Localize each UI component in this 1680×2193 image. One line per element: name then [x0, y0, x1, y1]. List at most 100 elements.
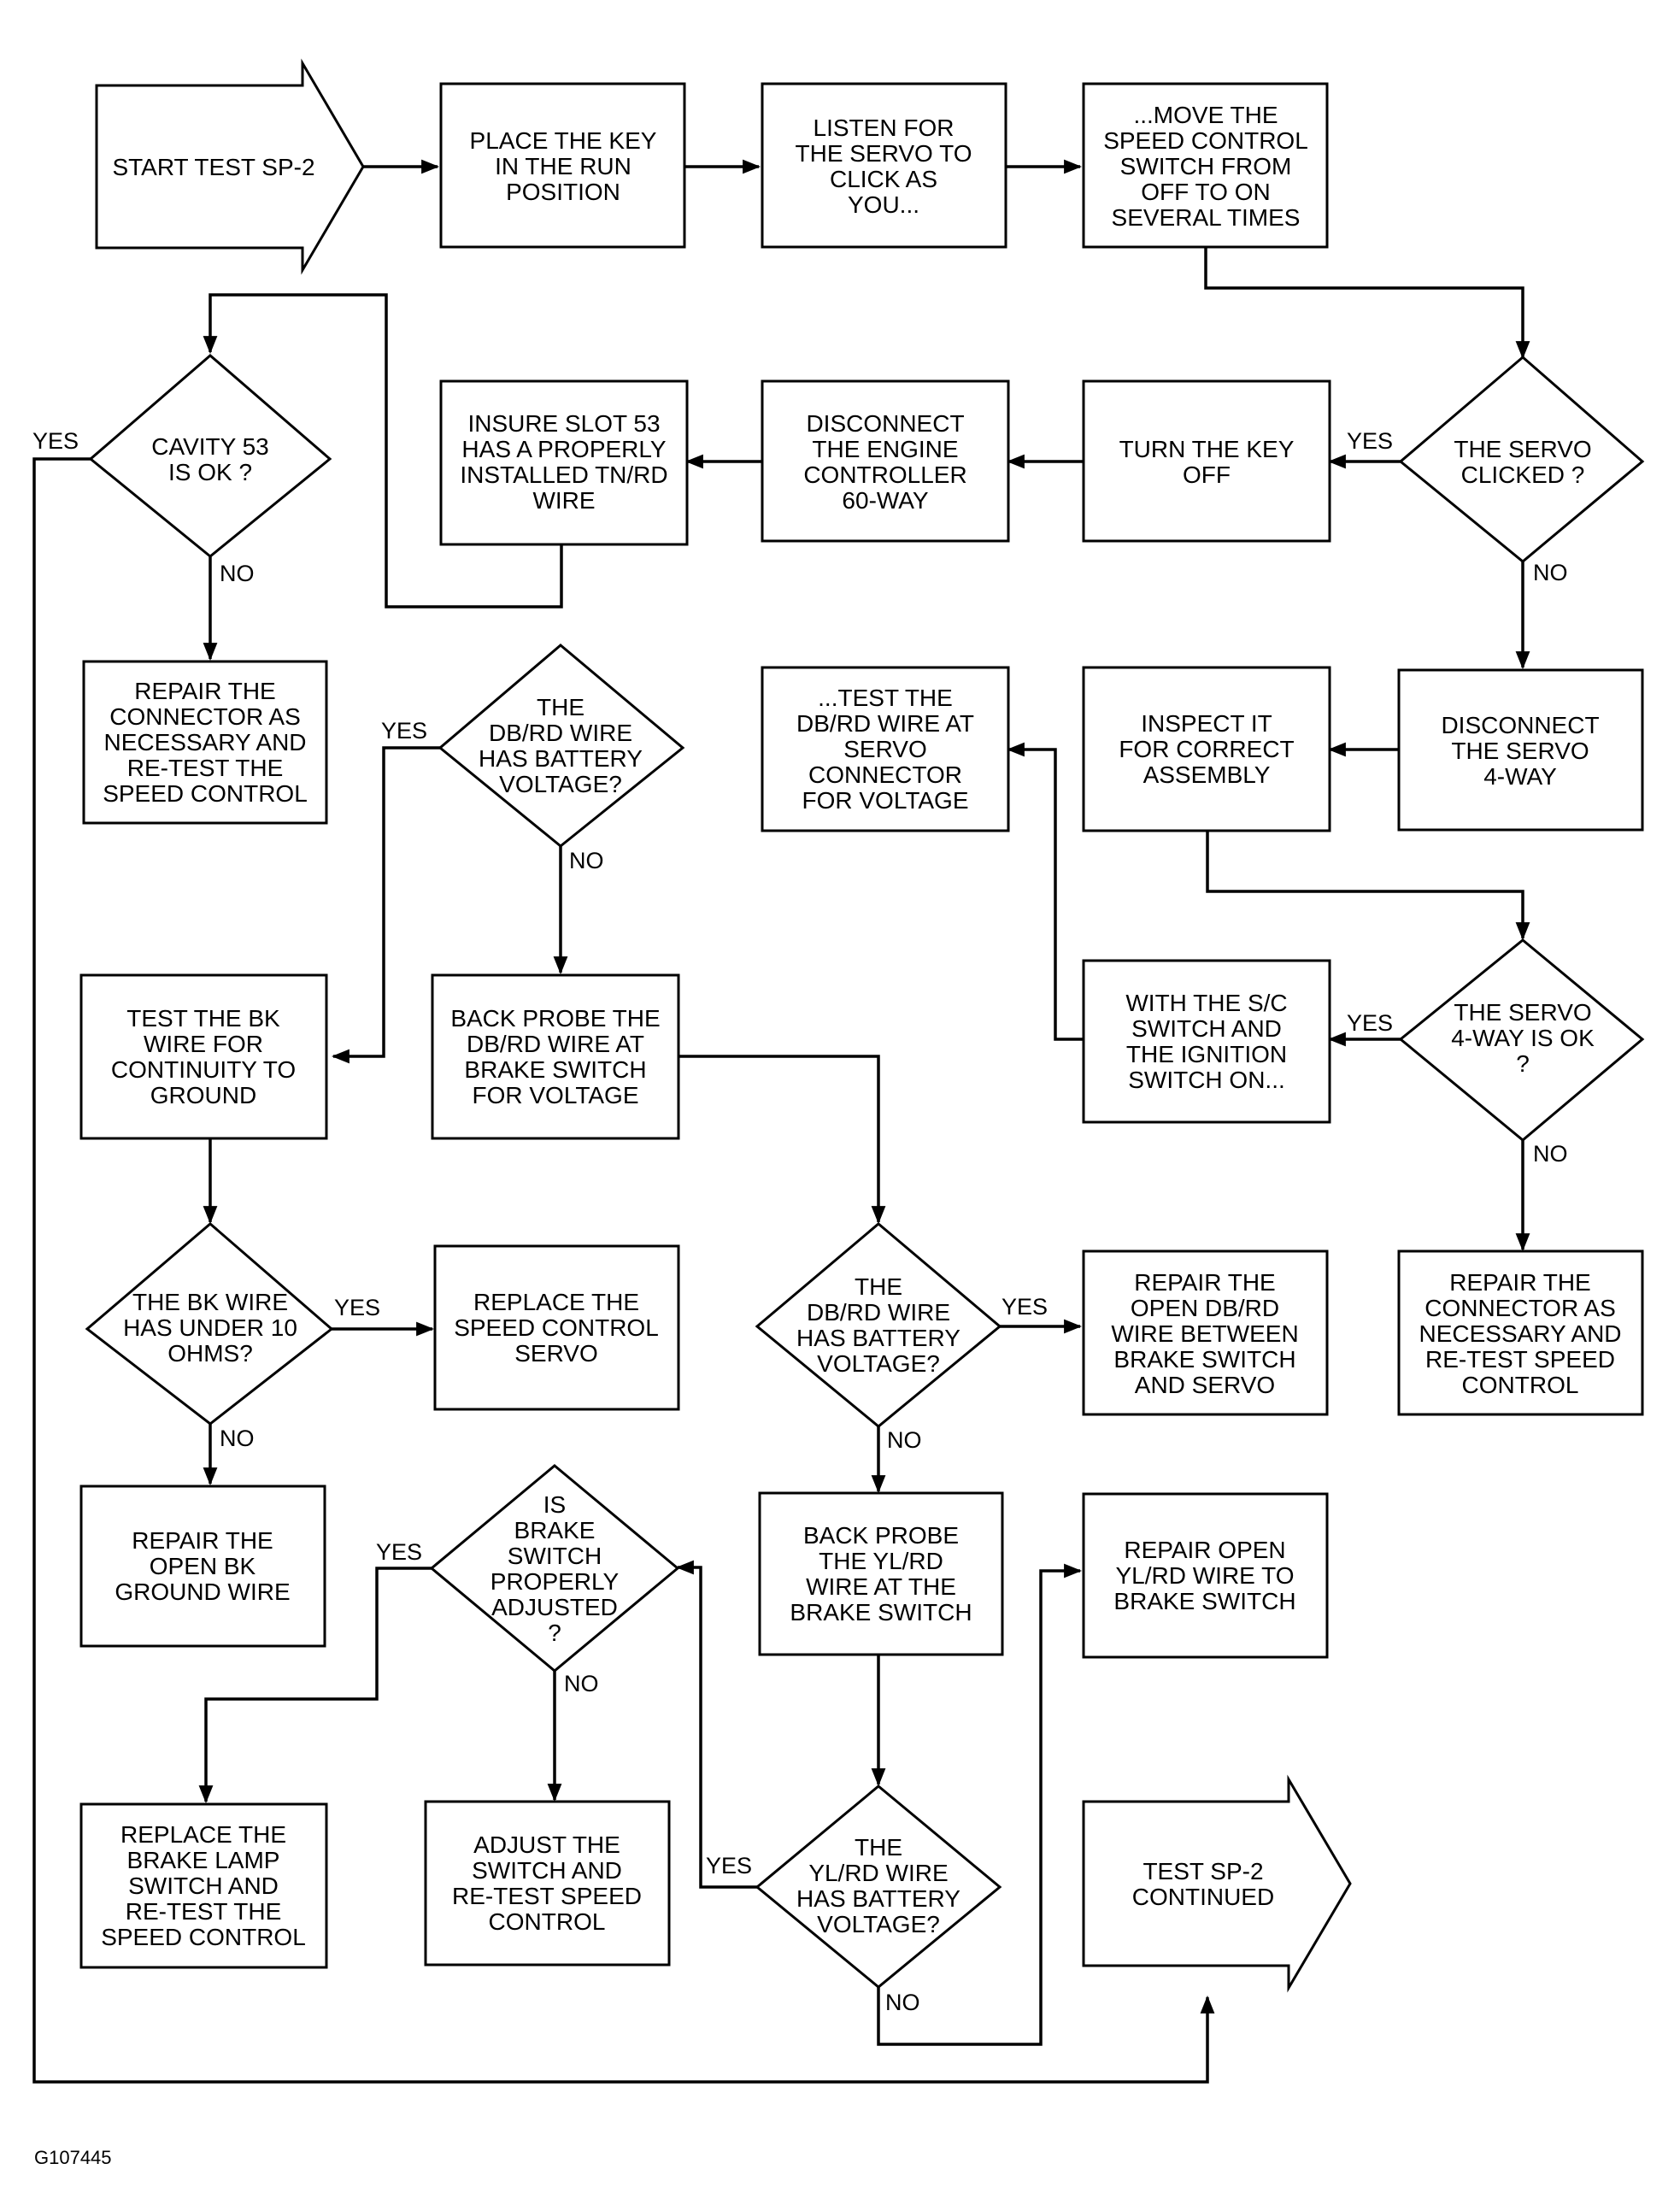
node-text-line: ADJUSTED [491, 1594, 618, 1620]
label-brake-adj-yes: YES [376, 1539, 422, 1565]
node-text-line: YL/RD WIRE [808, 1860, 948, 1886]
node-text-line: OFF TO ON [1141, 179, 1270, 205]
node-text-line: SWITCH [508, 1543, 602, 1569]
label-servo-clicked-no: NO [1533, 560, 1568, 585]
node-text-line: RE-TEST THE [127, 755, 284, 781]
node-text-line: ...MOVE THE [1133, 102, 1278, 128]
label-ylrd-q-yes: YES [706, 1853, 752, 1878]
node-text-line: CLICKED ? [1461, 462, 1585, 488]
node-text-line: 60-WAY [842, 487, 928, 514]
node-text-line: HAS UNDER 10 [123, 1314, 297, 1341]
node-text-line: DB/RD WIRE [489, 720, 632, 746]
node-text-line: ...TEST THE [818, 685, 953, 711]
node-text-line: CONTINUITY TO [111, 1056, 296, 1083]
node-text-line: SWITCH FROM [1120, 153, 1292, 179]
node-text-line: THE [855, 1834, 902, 1861]
node-text-line: SPEED CONTROL [454, 1314, 659, 1341]
node-text-line: BRAKE SWITCH [464, 1056, 646, 1083]
node-text-line: AND SERVO [1135, 1372, 1275, 1398]
node-text-line: CONTROL [1462, 1372, 1579, 1398]
node-text-line: LISTEN FOR [814, 115, 955, 141]
node-text-line: OPEN BK [150, 1553, 256, 1579]
edge-with-sc-to-test-dbrd [1006, 742, 1083, 1041]
node-text-line: REPAIR OPEN [1124, 1537, 1285, 1563]
node-text-line: IS OK ? [168, 459, 252, 485]
node-text-line: SPEED CONTROL [1103, 127, 1308, 154]
node-text-line: PROPERLY [490, 1568, 620, 1595]
node-text-line: 4-WAY [1483, 763, 1557, 790]
node-text-line: 4-WAY IS OK [1451, 1025, 1595, 1051]
node-text-line: TEST THE BK [126, 1005, 280, 1032]
node-text-line: BRAKE [514, 1517, 596, 1543]
node-text-line: HAS A PROPERLY [461, 436, 666, 462]
node-text-line: INSPECT IT [1141, 710, 1272, 737]
node-text-line: WIRE FOR [144, 1031, 263, 1057]
node-text-line: THE IGNITION [1126, 1041, 1287, 1067]
node-text-line: POSITION [506, 179, 620, 205]
svg-text:START TEST SP-2: START TEST SP-2 [112, 154, 314, 180]
node-text-line: ASSEMBLY [1143, 761, 1271, 788]
node-text-line: VOLTAGE? [817, 1350, 940, 1377]
edge-backprobe-dbrd-to-dbrd-q2 [678, 1055, 886, 1225]
node-text-line: THE [855, 1273, 902, 1300]
node-text-line: BRAKE SWITCH [1113, 1588, 1295, 1614]
node-text-line: HAS BATTERY [796, 1325, 960, 1351]
node-text-line: REPLACE THE [473, 1289, 639, 1315]
node-text-line: THE SERVO [1454, 999, 1591, 1026]
node-text-line: BACK PROBE THE [450, 1005, 660, 1032]
edge-move-switch-to-servo-clicked [1204, 248, 1530, 360]
node-text-line: NECESSARY AND [103, 729, 306, 755]
node-text-line: CONNECTOR [808, 761, 962, 788]
node-text-line: START TEST SP-2 [112, 154, 314, 180]
node-text-line: SERVO [514, 1340, 598, 1367]
node-text-line: DISCONNECT [806, 410, 964, 437]
node-text-line: DB/RD WIRE [807, 1299, 950, 1326]
node-text-line: YOU... [848, 191, 919, 218]
node-text-line: THE YL/RD [819, 1548, 943, 1574]
label-dbrd-q2-yes: YES [1002, 1294, 1048, 1320]
node-text-line: PLACE THE KEY [470, 127, 657, 154]
edge-labels: YES NO YES NO YES NO YES NO YES NO YES N… [32, 428, 1568, 2015]
node-text-line: TURN THE KEY [1119, 436, 1295, 462]
node-text-line: WIRE [532, 487, 595, 514]
edge-inspect-to-servo-4way-ok [1206, 831, 1530, 941]
node-text-line: CONTINUED [1132, 1884, 1274, 1910]
node-text-line: BRAKE SWITCH [790, 1599, 972, 1626]
label-dbrd-q1-yes: YES [381, 718, 427, 744]
start-arrow-node: START TEST SP-2 [95, 58, 365, 275]
node-text-line: IS [543, 1491, 566, 1518]
